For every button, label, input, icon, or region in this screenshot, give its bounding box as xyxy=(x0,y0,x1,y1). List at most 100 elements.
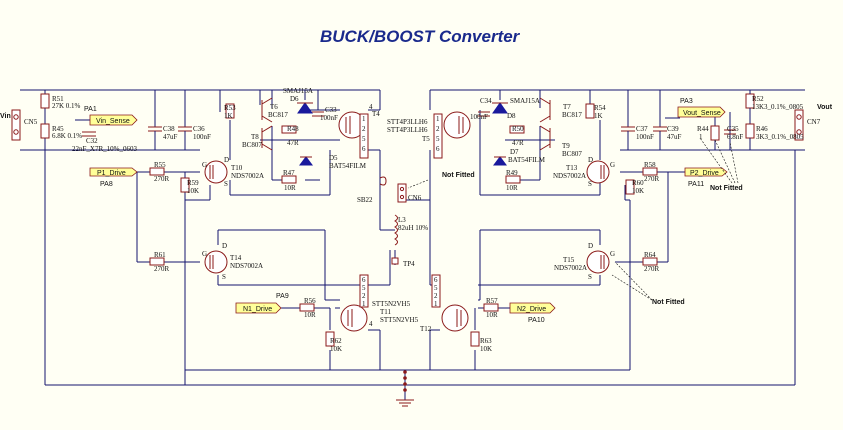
vin-connector: Vin CN5 xyxy=(0,109,38,141)
t8-type: BC807 xyxy=(242,141,262,149)
r58-value: 270R xyxy=(644,175,660,183)
r49-ref: R49 xyxy=(506,169,518,177)
resistor-r48: R48 47R xyxy=(281,125,299,147)
t11-pin-4: 4 xyxy=(369,320,373,328)
resistor-r54: R54 1K xyxy=(585,103,606,120)
testpoint-tp4: TP4 xyxy=(391,257,415,268)
r47-value: 10R xyxy=(284,184,296,192)
r55-ref: R55 xyxy=(154,161,166,169)
pa8-label: PA8 xyxy=(100,181,113,188)
t4-pin3: 5 xyxy=(362,135,366,143)
c32-ref: C32 xyxy=(86,137,98,145)
t11-pin4: 1 xyxy=(362,300,366,308)
t15-pin-s: S xyxy=(588,273,592,281)
resistor-r51: R51 27K 0.1% xyxy=(40,93,81,110)
r44-value: 1 xyxy=(699,133,703,141)
t11-pin3: 2 xyxy=(362,292,366,300)
t12-pin1: 6 xyxy=(434,276,438,284)
p1-drive-label: P1_Drive xyxy=(97,170,126,177)
r56-ref: R56 xyxy=(304,297,316,305)
vin-sense-label: Vin_Sense xyxy=(96,118,130,125)
t8-ref: T8 xyxy=(251,133,259,141)
transistor-t8: T8 BC807 xyxy=(242,125,273,151)
resistor-r58: R58 270R xyxy=(642,161,660,183)
t10-type: NDS7002A xyxy=(231,172,264,180)
pa9-label: PA9 xyxy=(276,293,289,300)
r61-value: 270R xyxy=(154,265,170,273)
capacitor-c33: C33 100nF xyxy=(312,106,338,122)
p2-drive-label: P2_Drive xyxy=(690,170,719,177)
r64-value: 270R xyxy=(644,265,660,273)
resistor-r62: R62 10K xyxy=(325,331,342,353)
vin-connector-ref: CN5 xyxy=(24,118,38,126)
r62-value: 10K xyxy=(330,345,342,353)
tp4-ref: TP4 xyxy=(403,260,415,268)
d8-ref: D8 xyxy=(507,112,516,120)
t15-type: NDS7002A xyxy=(554,264,587,272)
capacitor-c35: C35 6.8nF xyxy=(724,125,743,141)
t7-type: BC817 xyxy=(562,111,582,119)
r48-ref: R48 xyxy=(287,125,299,133)
t12-pin3: 2 xyxy=(434,292,438,300)
schematic-title: BUCK/BOOST Converter xyxy=(320,27,521,46)
c34-ref: C34 xyxy=(480,97,492,105)
not-fitted-note-bottom: Not Fitted xyxy=(611,261,685,306)
resistor-r45: R45 6.8K 0.1% xyxy=(40,123,82,140)
r60-value: 10K xyxy=(632,187,644,195)
capacitor-c34: C34 100nF xyxy=(470,97,492,121)
t6-type: BC817 xyxy=(268,111,288,119)
connector-cn6: CN6 xyxy=(397,183,422,203)
t14-type: NDS7002A xyxy=(230,262,263,270)
pa3-label: PA3 xyxy=(680,98,693,105)
net-tag-n2-drive: N2_Drive PA10 xyxy=(509,302,556,324)
net-tag-p1-drive: P1_Drive PA8 xyxy=(89,167,138,188)
diode-d5: D5 BAT54FILM xyxy=(299,154,367,170)
d7-type: BAT54FILM xyxy=(508,156,546,164)
mosfet-t13: G D S T13 NDS7002A xyxy=(553,156,615,188)
t13-pin-g: G xyxy=(610,161,615,169)
r52-ref: R52 xyxy=(752,95,764,103)
vout-sense-label: Vout_Sense xyxy=(683,110,721,117)
d7-ref: D7 xyxy=(510,148,519,156)
resistor-r59: R59 10K xyxy=(180,177,199,195)
mosfet-t4: 1 2 5 6 T4 4 xyxy=(338,103,380,159)
t6-ref: T6 xyxy=(270,103,278,111)
t12-ref: T12 xyxy=(420,325,432,333)
net-tag-vout-sense: PA3 Vout_Sense xyxy=(677,98,726,118)
d6-ref: D6 xyxy=(290,95,299,103)
resistor-r64: R64 270R xyxy=(642,251,660,273)
resistor-r44: R44 1 xyxy=(697,125,720,141)
t14-pin-d: D xyxy=(222,242,227,250)
cn6-ref: CN6 xyxy=(408,194,422,202)
t10-ref: T10 xyxy=(231,164,243,172)
resistor-r46: R46 3K3_0.1%_0805 xyxy=(745,123,804,150)
l3-value: 82uH 10% xyxy=(398,224,428,232)
capacitor-c32: C32 22nF_X7R_10%_0603 xyxy=(72,131,137,153)
c33-ref: C33 xyxy=(325,106,337,114)
t13-pin-s: S xyxy=(588,180,592,188)
jumper-sb22: SB22 xyxy=(357,176,387,204)
d5-ref: D5 xyxy=(329,154,338,162)
r51-ref: R51 xyxy=(52,95,64,103)
r57-value: 10R xyxy=(486,311,498,319)
t15-ref: T15 xyxy=(563,256,575,264)
c37-ref: C37 xyxy=(636,125,648,133)
c39-ref: C39 xyxy=(667,125,679,133)
r60-ref: R60 xyxy=(632,179,644,187)
transistor-t9: T9 BC807 xyxy=(539,125,582,158)
t10-pin-s: S xyxy=(224,180,228,188)
mosfet-t14: G D S T14 NDS7002A xyxy=(202,242,263,281)
r52-value: 13K3_0.1%_0805 xyxy=(752,103,804,111)
vout-label: Vout xyxy=(817,104,833,111)
vin-label: Vin xyxy=(0,113,11,120)
t12-type: STT5N2VH5 xyxy=(380,316,419,324)
r48-value: 47R xyxy=(287,139,299,147)
t14-ref: T14 xyxy=(230,254,242,262)
r54-ref: R54 xyxy=(594,104,606,112)
r44-ref: R44 xyxy=(697,125,709,133)
t5-type: STT4P3LLH6 xyxy=(387,126,428,134)
resistor-r55: R55 270R xyxy=(149,161,170,183)
mosfet-t11: 6 5 2 1 T11 4 xyxy=(340,274,392,332)
not-fitted-note-center: Not Fitted xyxy=(407,172,475,189)
c35-value: 6.8nF xyxy=(727,133,743,141)
